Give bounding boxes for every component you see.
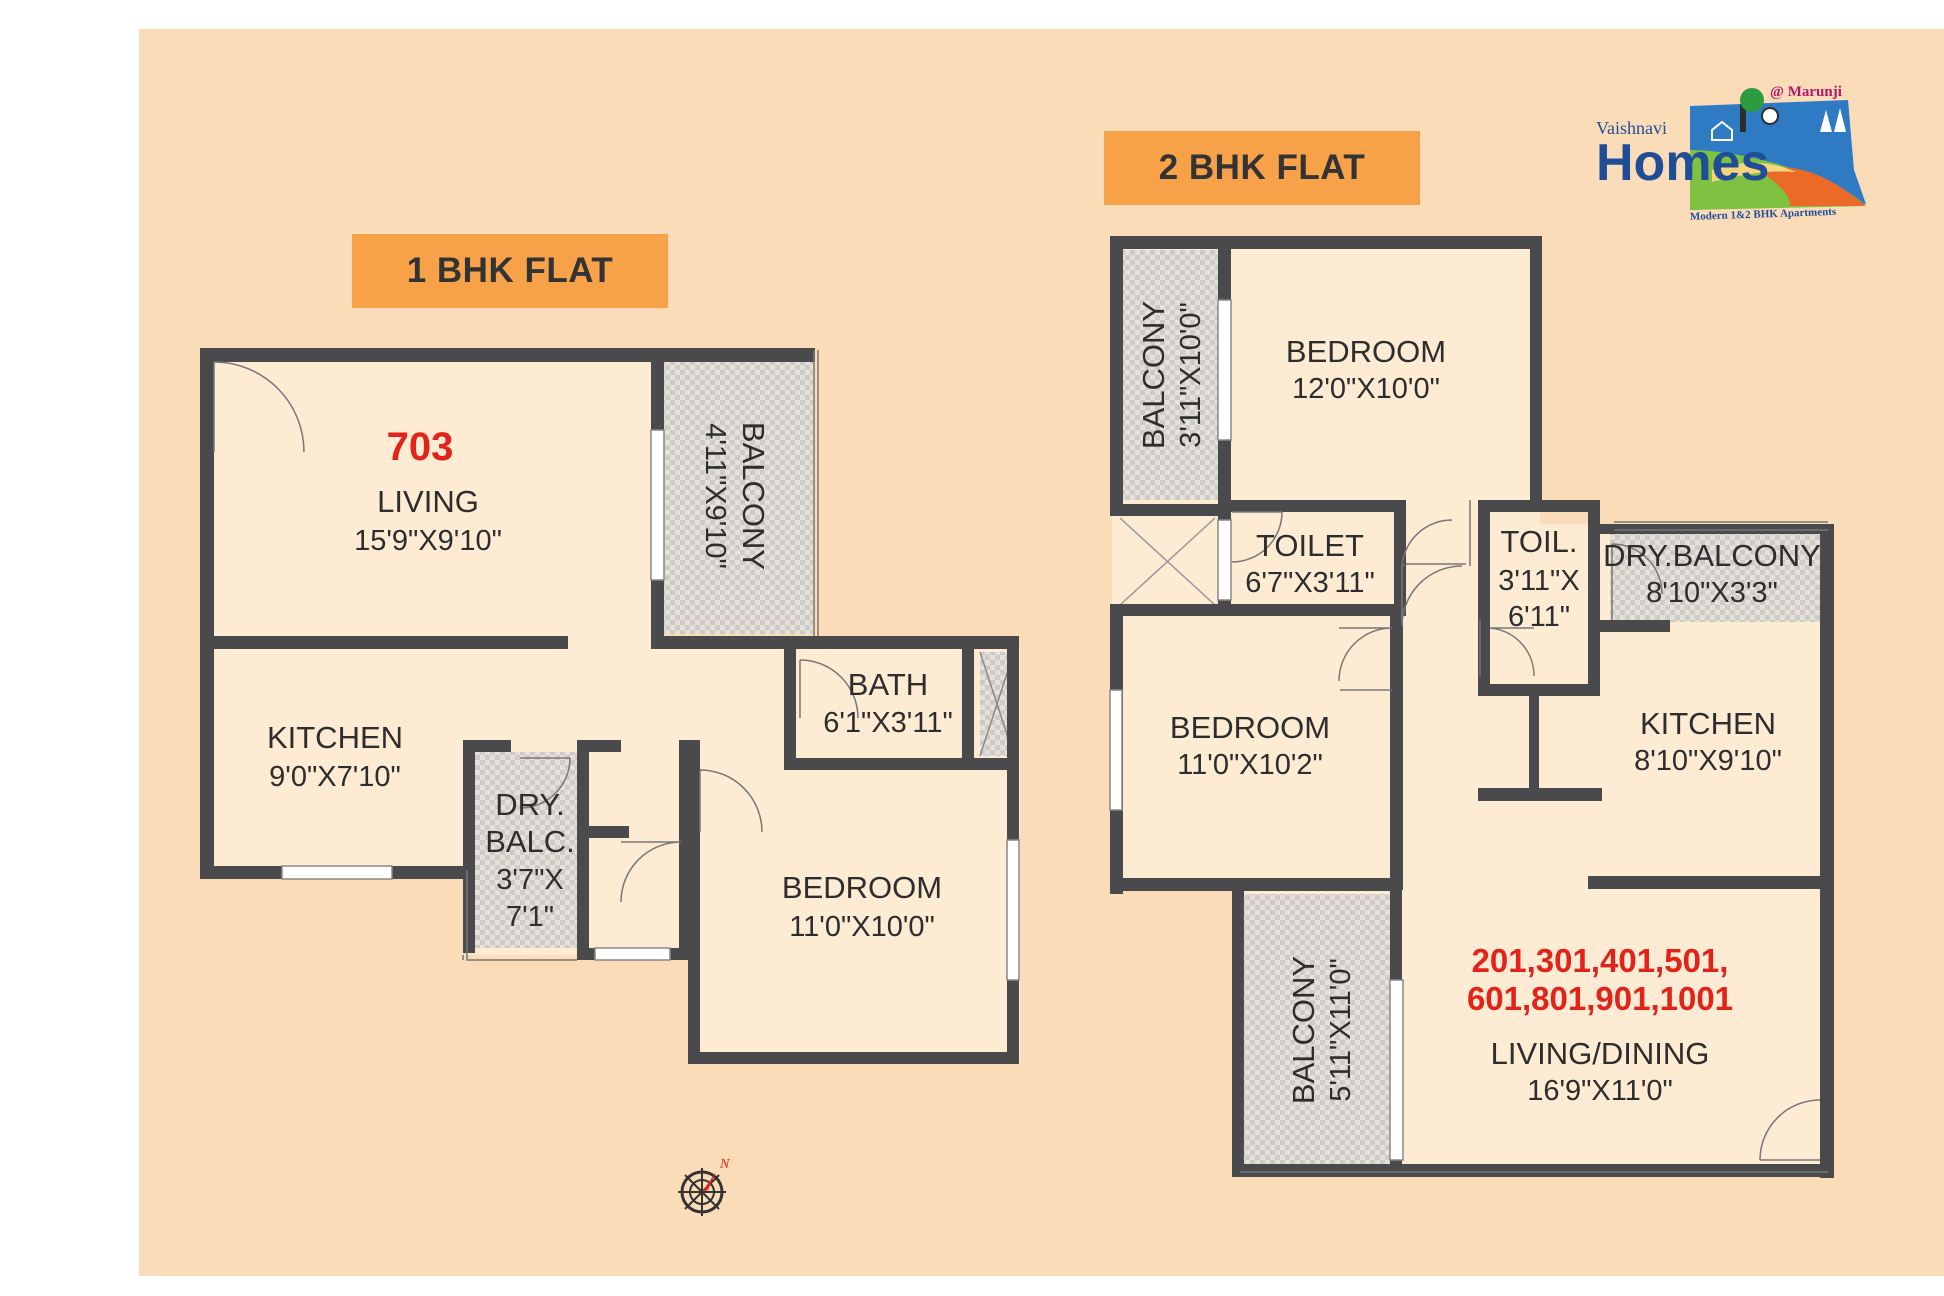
logo-name: Homes <box>1596 134 1769 192</box>
two-bhk-heading: 2 BHK FLAT <box>1104 131 1420 205</box>
two-bhk-window-lines <box>1240 521 1828 1173</box>
two-bhk-balcony-top-dim: 3'11"X10'0" <box>1175 302 1207 448</box>
vaishnavi-homes-logo: Vaishnavi Homes @ Marunji Modern 1&2 BHK… <box>1596 84 1866 223</box>
one-bhk-window-lines <box>462 350 819 961</box>
two-bhk-toil-line2: 3'11"X <box>1498 565 1579 597</box>
one-bhk-living-label: LIVING <box>377 484 479 519</box>
logo-location: @ Marunji <box>1770 84 1842 100</box>
two-bhk-balcony-bottom-label: BALCONY <box>1286 956 1321 1104</box>
two-bhk-bedroom-2-label: BEDROOM <box>1170 710 1330 745</box>
compass-icon: N <box>678 1157 730 1216</box>
two-bhk-bedroom-1-dim: 12'0"X10'0" <box>1292 373 1440 405</box>
one-bhk-bedroom-label: BEDROOM <box>782 870 942 905</box>
two-bhk-toil-line3: 6'11" <box>1508 601 1570 633</box>
two-bhk-living-dining-dim: 16'9"X11'0" <box>1527 1075 1673 1107</box>
one-bhk-floor <box>200 350 1020 1062</box>
two-bhk-dry-balcony-area <box>1610 530 1826 622</box>
two-bhk-toilet-label: TOILET <box>1256 528 1364 563</box>
one-bhk-heading: 1 BHK FLAT <box>352 234 668 308</box>
two-bhk-plan: BALCONY 3'11"X10'0" BEDROOM 12'0"X10'0" … <box>1109 236 1834 1178</box>
compass-north-label: N <box>719 1157 730 1172</box>
two-bhk-living-dining-label: LIVING/DINING <box>1491 1036 1710 1071</box>
two-bhk-toilet-dim: 6'7"X3'11" <box>1245 567 1375 599</box>
two-bhk-unit-numbers-line1: 201,301,401,501, <box>1472 942 1729 979</box>
one-bhk-kitchen-dim: 9'0"X7'10" <box>269 761 401 793</box>
two-bhk-doors <box>1231 500 1821 1161</box>
one-bhk-balcony-area <box>663 358 813 634</box>
one-bhk-unit-number: 703 <box>387 425 454 469</box>
one-bhk-dry-balcony-line4: 7'1" <box>506 901 554 933</box>
one-bhk-dry-balcony-area <box>472 752 578 948</box>
two-bhk-windows <box>1109 299 1404 1161</box>
one-bhk-bath-dim: 6'1"X3'11" <box>823 707 953 739</box>
two-bhk-balcony-bottom-dim: 5'11"X11'0" <box>1325 958 1357 1101</box>
one-bhk-bath-label: BATH <box>848 667 928 702</box>
two-bhk-dry-balcony-label: DRY.BALCONY <box>1603 538 1821 573</box>
one-bhk-dry-balcony-line1: DRY. <box>495 787 565 822</box>
two-bhk-kitchen-dim: 8'10"X9'10" <box>1634 745 1782 777</box>
logo-prefix: Vaishnavi <box>1596 118 1667 138</box>
two-bhk-bedroom-1-label: BEDROOM <box>1286 334 1446 369</box>
one-bhk-living-dim: 15'9"X9'10" <box>354 525 502 557</box>
one-bhk-plan: 703 LIVING 15'9"X9'10" BALCONY 4'11"X9'1… <box>200 348 1020 1064</box>
two-bhk-dry-balcony-dim: 8'10"X3'3" <box>1646 577 1778 609</box>
two-bhk-balcony-top-area <box>1120 250 1220 500</box>
two-bhk-balcony-top-label: BALCONY <box>1136 301 1171 449</box>
two-bhk-toil-line1: TOIL. <box>1501 524 1578 559</box>
one-bhk-kitchen-label: KITCHEN <box>267 720 403 755</box>
one-bhk-doors <box>213 361 859 903</box>
two-bhk-bedroom-2-dim: 11'0"X10'2" <box>1177 749 1323 781</box>
logo-tagline: Modern 1&2 BHK Apartments <box>1690 206 1837 223</box>
one-bhk-dry-balcony-line2: BALC. <box>485 824 575 859</box>
one-bhk-windows <box>281 429 1020 981</box>
two-bhk-kitchen-label: KITCHEN <box>1640 706 1776 741</box>
one-bhk-dry-balcony-line3: 3'7"X <box>496 864 563 896</box>
one-bhk-bedroom-dim: 11'0"X10'0" <box>789 911 935 943</box>
two-bhk-balcony-bottom-area <box>1240 894 1390 1170</box>
two-bhk-unit-numbers-line2: 601,801,901,1001 <box>1467 980 1733 1017</box>
one-bhk-balcony-label: BALCONY <box>736 422 771 570</box>
one-bhk-balcony-dim: 4'11"X9'10" <box>699 423 731 569</box>
